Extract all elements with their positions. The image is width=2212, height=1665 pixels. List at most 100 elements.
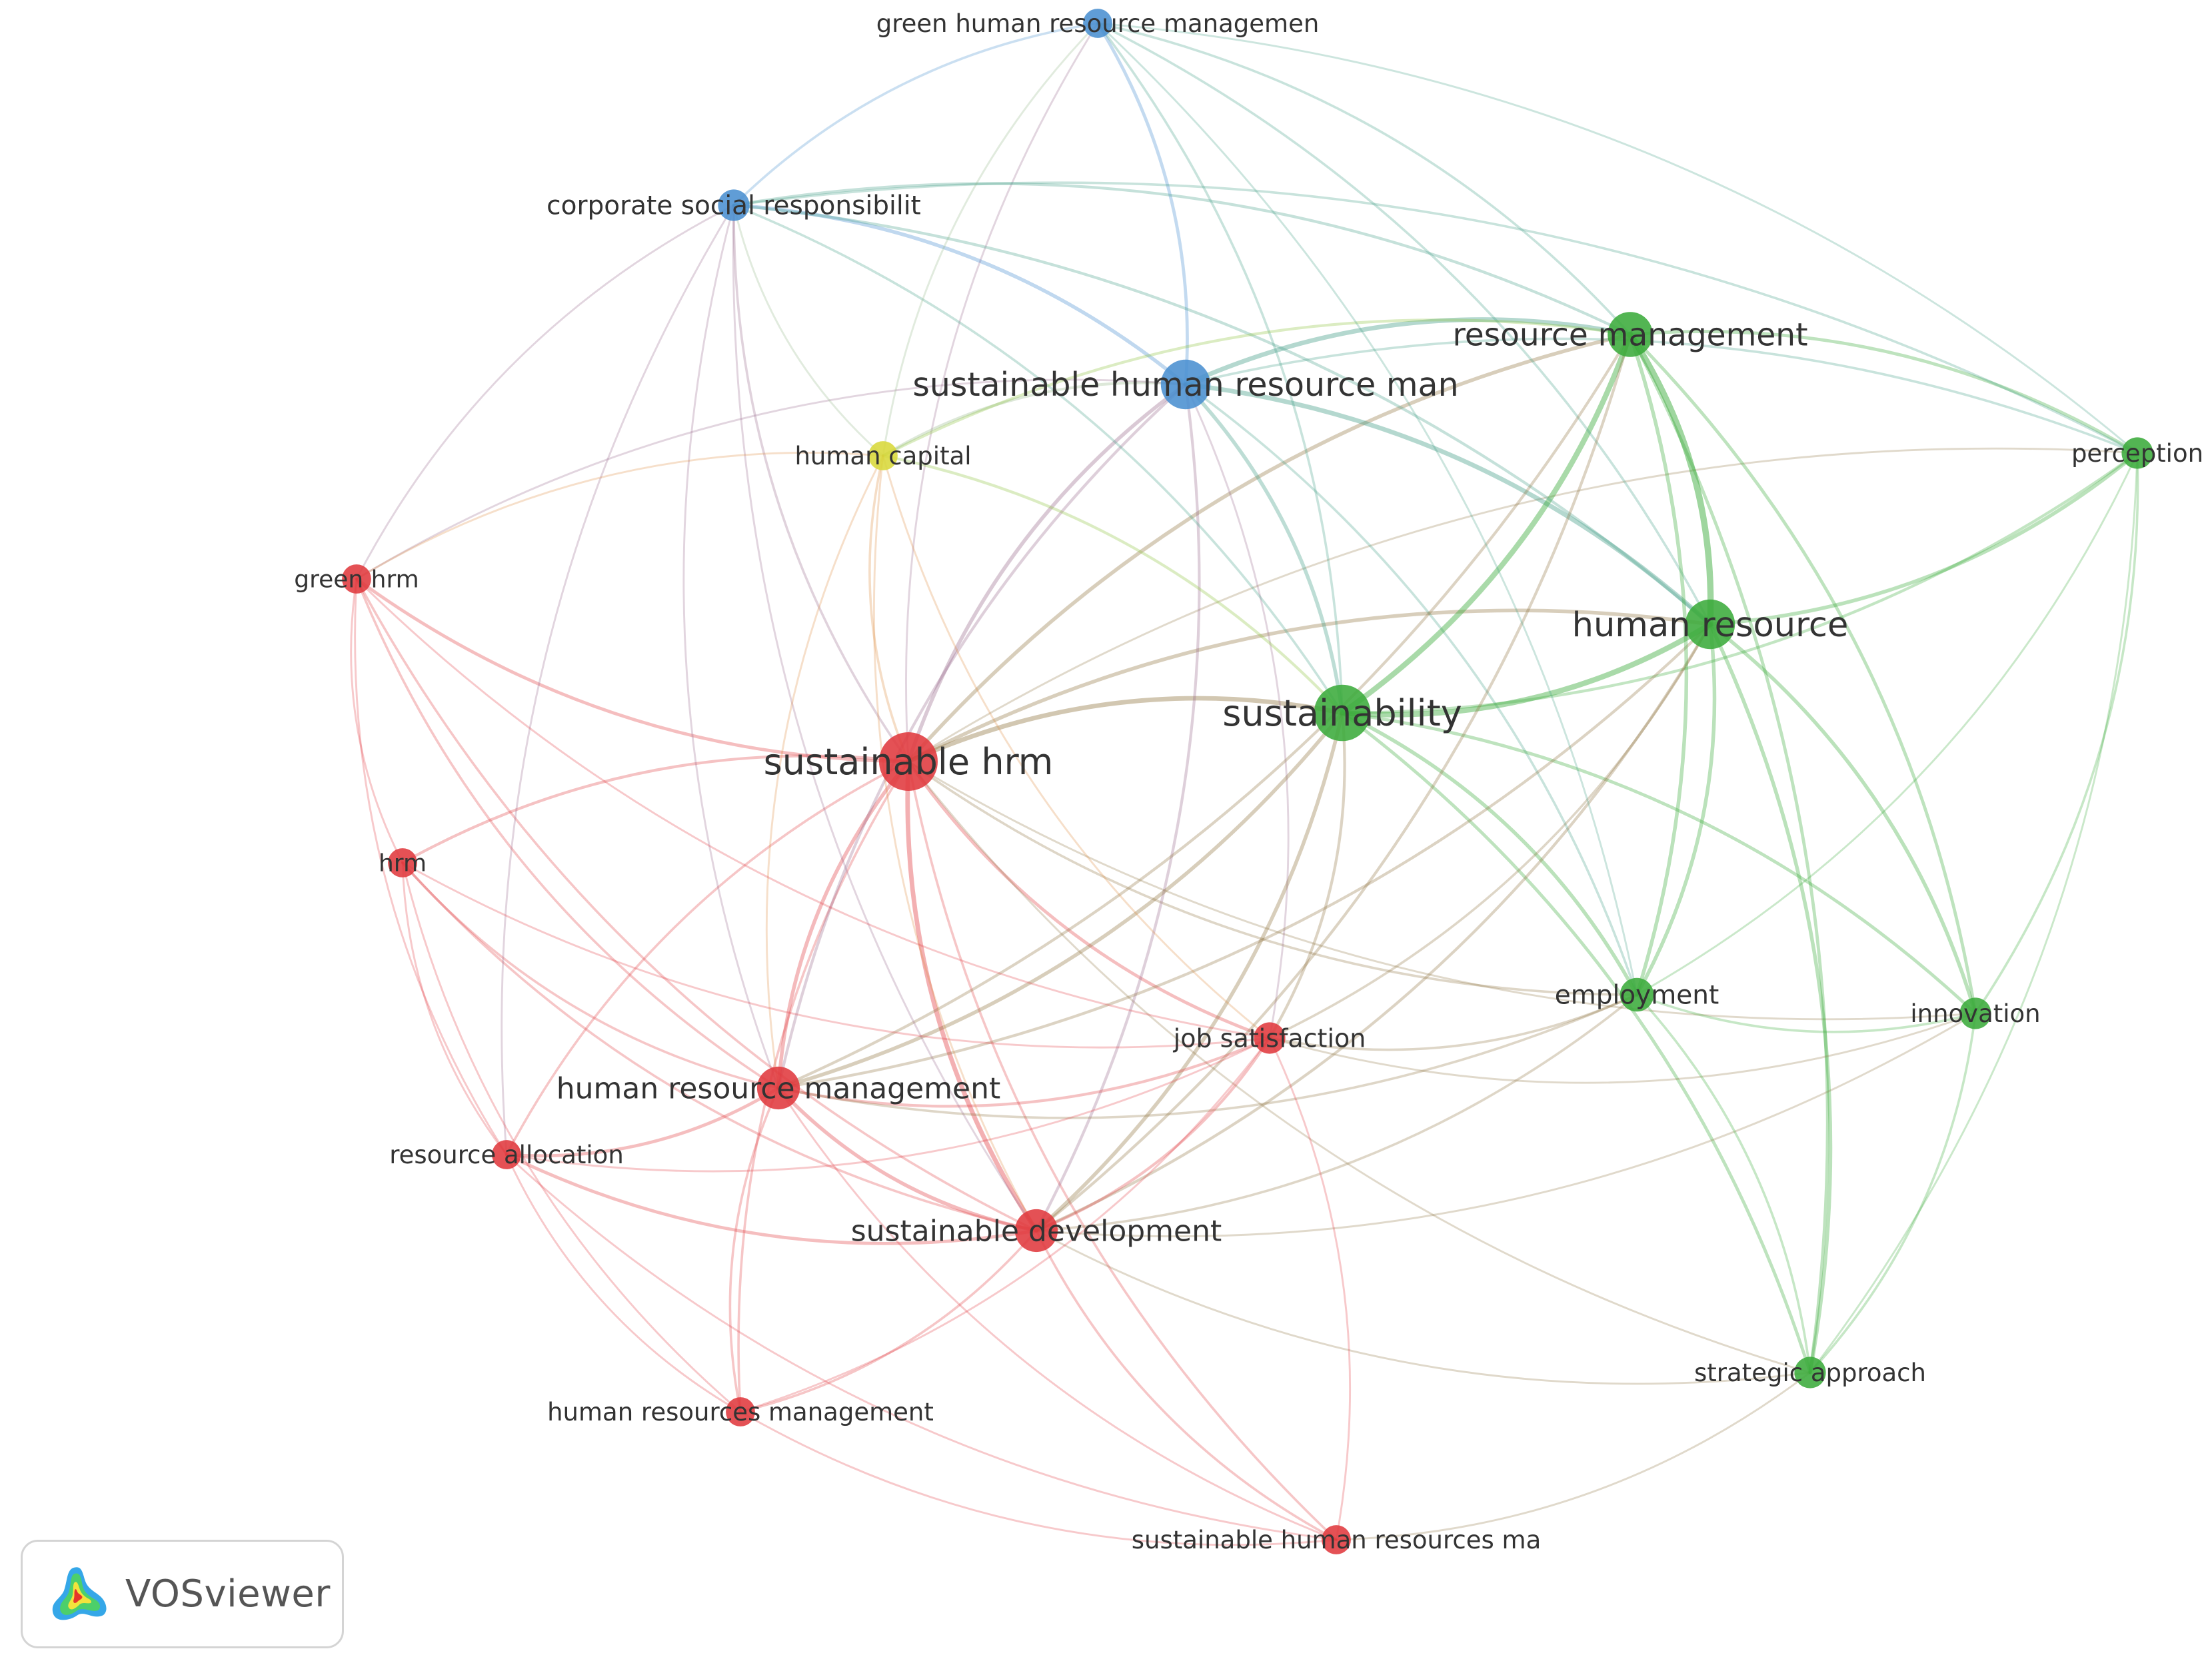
link-shrmman-greenhrm [355, 378, 1187, 580]
link-sd-shrma [1035, 1229, 1338, 1541]
link-shrmman-perc [1184, 337, 2139, 454]
link-hr-perc [1708, 451, 2139, 626]
link-hrmgmt-ra [505, 1086, 780, 1158]
node-hr[interactable] [1685, 599, 1735, 650]
link-shrm-shrma [907, 760, 1338, 1541]
node-js[interactable] [1254, 1022, 1286, 1054]
link-hrsm-shrma [739, 1410, 1338, 1546]
link-csr-ghrm [732, 22, 1099, 207]
link-greenhrm-ra [354, 578, 508, 1156]
link-greenhrm-js [355, 578, 1271, 1039]
node-shrma[interactable] [1322, 1525, 1351, 1554]
node-hc[interactable] [868, 441, 898, 470]
link-hrmgmt-greenhrm [355, 578, 780, 1089]
node-sa[interactable] [1794, 1357, 1826, 1388]
link-shrmman-csr [732, 203, 1188, 386]
node-label-hr: human resource [1572, 606, 1849, 645]
link-hrm-js [401, 861, 1271, 1049]
link-sd-hrm [401, 861, 1038, 1232]
network-edges [350, 21, 2139, 1546]
link-hrmgmt-sd [776, 1086, 1038, 1233]
node-hrm[interactable] [388, 848, 417, 877]
link-shrm-emp [907, 760, 1638, 996]
node-label-emp: employment [1555, 981, 1719, 1011]
link-shrm-js [906, 760, 1272, 1040]
node-shrmman[interactable] [1160, 359, 1211, 410]
link-hrm-hrsm [401, 861, 742, 1413]
link-hr-emp [1635, 622, 1717, 997]
link-shrm-sd [905, 759, 1039, 1233]
link-hc-greenhrm [355, 452, 884, 580]
link-hr-sd [1034, 622, 1712, 1233]
link-rm-emp [1628, 332, 1689, 997]
link-hr-sa [1708, 622, 1833, 1375]
link-js-innov [1268, 1012, 1977, 1084]
link-shrma-sa [1335, 1371, 1811, 1541]
link-hr-ghrm [1096, 22, 1711, 626]
link-hc-hrmgmt [765, 454, 884, 1089]
node-csr[interactable] [718, 189, 750, 221]
link-shrmman-emp [1184, 383, 1638, 996]
link-sustainability-hrmgmt [776, 711, 1344, 1090]
link-shrm-shrmman [906, 382, 1188, 764]
node-label-shrma: sustainable human resources ma [1132, 1526, 1542, 1554]
link-perc-sa [1809, 452, 2139, 1374]
link-shrm-sa [907, 760, 1811, 1374]
node-label-shrmman: sustainable human resource man [912, 366, 1458, 404]
node-sustainability[interactable] [1314, 684, 1371, 742]
vosviewer-brand-name: VOSviewer [125, 1572, 331, 1616]
link-shrm-rm [906, 332, 1632, 764]
link-hrmgmt-shrma [777, 1087, 1338, 1541]
link-hrsm-js [739, 1037, 1271, 1413]
link-hc-sd [872, 454, 1038, 1232]
link-shrmman-hr [1183, 382, 1713, 627]
link-sustainability-rm [1339, 331, 1634, 716]
node-ra[interactable] [492, 1140, 521, 1169]
link-rm-sa [1628, 332, 1829, 1375]
link-shrmman-hc [881, 381, 1188, 458]
link-csr-greenhrm [355, 204, 735, 580]
link-emp-sa [1636, 993, 1811, 1374]
node-ghrm[interactable] [1083, 9, 1112, 38]
link-shrmman-hrmgmt [776, 382, 1188, 1090]
link-rm-hrmgmt [776, 332, 1632, 1090]
node-label-greenhrm: green hrm [294, 566, 419, 594]
node-innov[interactable] [1959, 997, 1991, 1029]
node-label-perc: perception [2071, 439, 2203, 468]
link-shrm-ghrm [905, 22, 1099, 763]
link-shrm-csr [732, 204, 910, 763]
node-label-innov: innovation [1910, 999, 2040, 1028]
vosviewer-logo-icon [52, 1566, 107, 1620]
link-hrmgmt-hrsm [728, 1087, 780, 1413]
link-hr-hrmgmt [776, 622, 1712, 1090]
link-sd-hrsm [739, 1229, 1038, 1413]
link-sustainability-csr [732, 204, 1344, 714]
node-rm[interactable] [1608, 312, 1653, 357]
link-shrm-perc [907, 447, 2139, 763]
link-shrm-hr [906, 608, 1712, 764]
node-sd[interactable] [1014, 1209, 1058, 1253]
link-shrm-innov [907, 760, 1977, 1021]
node-emp[interactable] [1620, 977, 1654, 1012]
link-sustainability-emp [1340, 711, 1639, 997]
vosviewer-brand-badge: VOSviewer [21, 1540, 344, 1648]
link-shrm-hrm [401, 754, 910, 865]
node-label-sa: strategic approach [1694, 1359, 1926, 1387]
node-greenhrm[interactable] [342, 564, 371, 594]
link-ra-shrma [505, 1153, 1338, 1541]
link-shrmman-js [1184, 383, 1290, 1039]
node-label-js: job satisfaction [1173, 1023, 1366, 1053]
link-shrm-ra [505, 760, 910, 1156]
link-sd-csr [732, 204, 1038, 1232]
link-emp-innov [1636, 993, 1977, 1033]
link-sd-innov [1035, 1012, 1977, 1238]
node-shrm[interactable] [879, 732, 938, 791]
link-ra-js [505, 1037, 1271, 1173]
node-perc[interactable] [2121, 437, 2153, 469]
link-rm-ghrm [1096, 22, 1632, 336]
link-sd-ra [505, 1153, 1038, 1245]
link-shrm-hrmgmt [776, 760, 910, 1090]
link-shrm-sustainability [906, 696, 1345, 764]
node-hrmgmt[interactable] [756, 1066, 800, 1110]
node-hrsm[interactable] [726, 1397, 755, 1426]
